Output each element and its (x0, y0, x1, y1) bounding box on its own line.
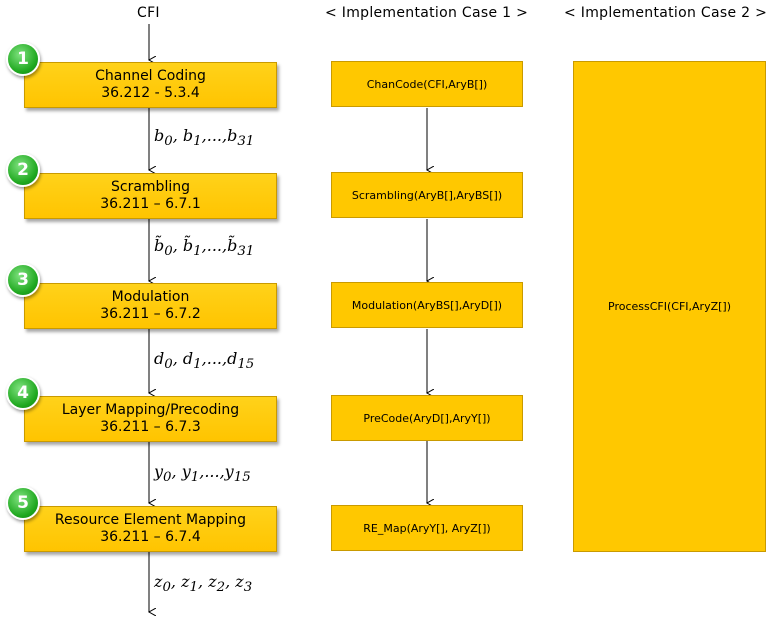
stage-scrambling: Scrambling 36.211 – 6.7.1 (24, 173, 277, 219)
case1-scrambling-box: Scrambling(AryB[],AryBS[]) (331, 172, 523, 218)
stage-channel-coding: Channel Coding 36.212 - 5.3.4 (24, 62, 277, 108)
implementation-case-2-header: < Implementation Case 2 > (564, 5, 768, 21)
stage-title: Modulation (111, 289, 190, 305)
step-badge-3: 3 (6, 263, 40, 297)
step-badge-1: 1 (6, 42, 40, 76)
stage-title: Layer Mapping/Precoding (61, 402, 240, 418)
sequence-z: z0, z1, z2, z3 (154, 572, 253, 596)
stage-spec: 36.211 – 6.7.1 (100, 196, 201, 212)
stage-spec: 36.211 – 6.7.2 (100, 306, 201, 322)
implementation-case-1-header: < Implementation Case 1 > (325, 5, 529, 21)
stage-title: Scrambling (111, 179, 190, 195)
step-badge-2: 2 (6, 153, 40, 187)
case2-processcfi-box: ProcessCFI(CFI,AryZ[]) (573, 61, 766, 552)
step-badge-4: 4 (6, 376, 40, 410)
case1-chancode-box: ChanCode(CFI,AryB[]) (331, 61, 523, 107)
stage-title: Resource Element Mapping (54, 512, 247, 528)
stage-modulation: Modulation 36.211 – 6.7.2 (24, 283, 277, 329)
case1-re-map-box: RE_Map(AryY[], AryZ[]) (331, 505, 523, 551)
sequence-b: b0, b1,...,b31 (154, 126, 255, 150)
stage-title: Channel Coding (95, 68, 206, 84)
step-badge-5: 5 (6, 486, 40, 520)
stage-spec: 36.211 – 6.7.4 (100, 529, 201, 545)
case1-modulation-box: Modulation(AryBS[],AryD[]) (331, 282, 523, 328)
cfi-input-label: CFI (137, 5, 160, 21)
stage-resource-element-mapping: Resource Element Mapping 36.211 – 6.7.4 (24, 506, 277, 552)
sequence-b-tilde: b̃0, b̃1,...,b̃31 (154, 236, 255, 260)
stage-layer-mapping-precoding: Layer Mapping/Precoding 36.211 – 6.7.3 (24, 396, 277, 442)
stage-spec: 36.211 – 6.7.3 (100, 419, 201, 435)
stage-spec: 36.212 - 5.3.4 (101, 85, 200, 101)
sequence-y: y0, y1,...,y15 (154, 462, 251, 486)
sequence-d: d0, d1,...,d15 (154, 349, 255, 373)
case1-precode-box: PreCode(AryD[],AryY[]) (331, 395, 523, 441)
